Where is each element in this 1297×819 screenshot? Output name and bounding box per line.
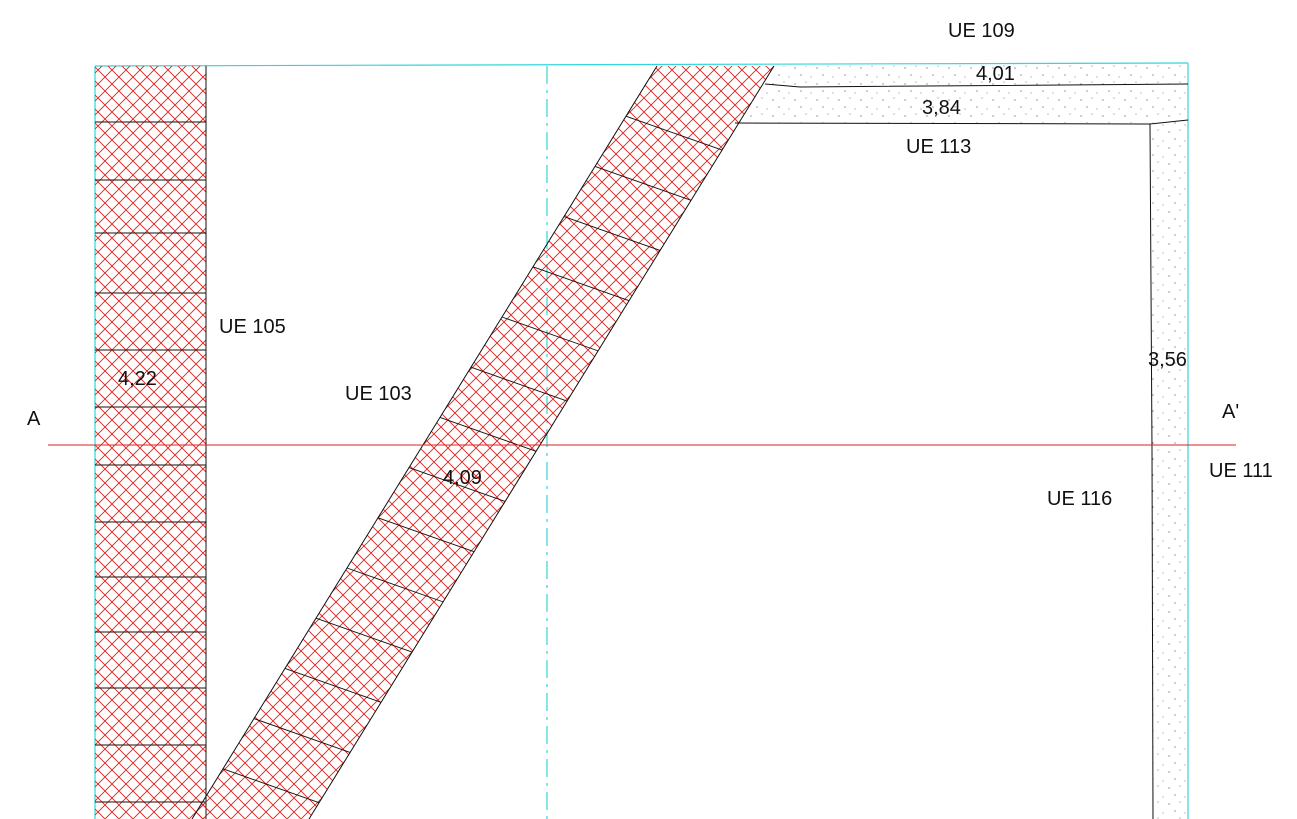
wall-course-line: [470, 366, 568, 402]
elevation-356: 3,56: [1148, 349, 1187, 371]
elevation-384: 3,84: [922, 97, 961, 119]
wall-course-line: [284, 667, 382, 703]
label-ue113: UE 113: [906, 136, 971, 158]
wall-course-line: [222, 768, 320, 804]
elevation-409: 4,09: [443, 467, 482, 489]
label-ue111: UE 111: [1209, 460, 1273, 482]
layer-ue109: [734, 63, 1189, 125]
section-end-label: A': [1222, 401, 1239, 423]
wall-ue105: [95, 66, 207, 819]
label-ue103: UE 103: [345, 383, 412, 405]
wall-course-line: [253, 718, 351, 753]
elevation-401: 4,01: [976, 63, 1015, 85]
wall-course-line: [346, 567, 444, 603]
layer-ue116: [1149, 120, 1188, 819]
wall-course-line: [501, 316, 599, 352]
elevation-422: 4,22: [118, 368, 157, 390]
wall-ue103: [191, 65, 775, 819]
wall-course-line: [377, 517, 475, 553]
wall-course-line: [408, 467, 506, 502]
wall-course-line: [594, 165, 692, 201]
section-start-label: A: [27, 408, 41, 430]
wall-course-line: [439, 416, 537, 452]
label-ue105: UE 105: [219, 316, 286, 338]
wall-course-line: [625, 115, 723, 151]
label-ue116: UE 116: [1047, 488, 1112, 510]
wall-course-line: [563, 216, 661, 251]
wall-course-line: [315, 617, 413, 653]
wall-course-line: [532, 266, 630, 302]
label-ue109: UE 109: [948, 20, 1015, 42]
